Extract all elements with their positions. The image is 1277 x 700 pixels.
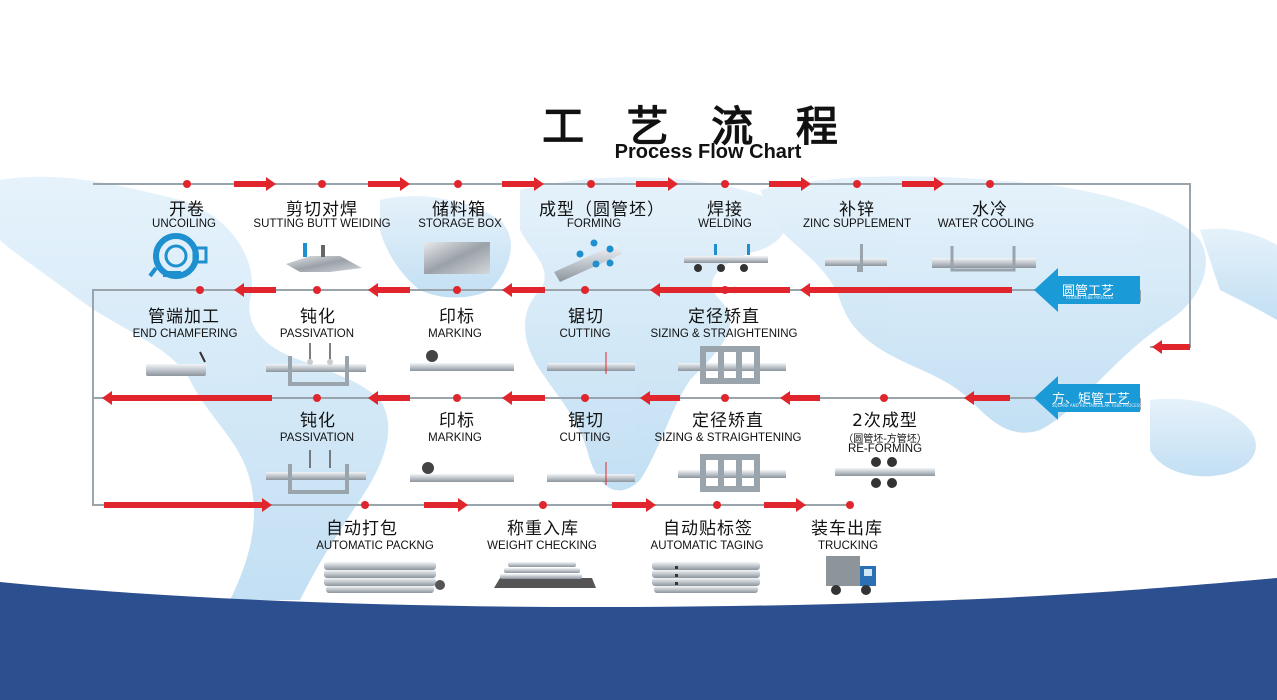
badge-label-en: ROUND TUBE PROCESS (1066, 295, 1113, 300)
step-label-cn: 储料箱 (432, 200, 486, 220)
bundle-icon (324, 562, 445, 593)
step-label-cn: 开卷 (169, 200, 205, 220)
step-label-en: STORAGE BOX (418, 218, 502, 230)
step-label-en: MARKING (428, 432, 482, 444)
chamfer-icon (146, 351, 206, 376)
step-label-cn: 成型（圆管坯） (539, 200, 665, 220)
step-label-en: FORMING (566, 218, 622, 230)
step-label-sub: （圆管坯-方管坯） (843, 434, 927, 445)
round-tube-process-badge: 圆管工艺 ROUND TUBE PROCESS (1062, 280, 1115, 300)
passivation-icon (266, 450, 366, 494)
step-label-cn: 自动贴标签 (663, 519, 753, 539)
water-cooling-icon (932, 246, 1036, 272)
step-label-en: UNCOILING (152, 218, 216, 230)
step-label-en: AUTOMATIC TAGING (650, 540, 764, 552)
step-label-cn: 自动打包 (326, 519, 398, 539)
marking-icon (410, 350, 514, 371)
square-tube-process-badge: 方、矩管工艺 SQUARE AND RECTANGULAR TUBE PROCE… (1052, 388, 1142, 408)
step-label-en: END CHAMFERING (132, 328, 238, 340)
step-label-cn: 印标 (439, 307, 475, 327)
badge-label-cn: 圆管工艺 (1062, 284, 1115, 299)
zinc-icon (825, 244, 887, 272)
sizing-icon (678, 454, 786, 492)
butt-weld-icon (286, 243, 362, 272)
sizing-icon (678, 346, 786, 384)
scale-icon (494, 562, 596, 588)
step-label-cn: 锯切 (568, 411, 604, 431)
uncoiler-icon (148, 233, 208, 279)
step-label-en: ZINC SUPPLEMENT (803, 218, 911, 230)
badge-label-en: SQUARE AND RECTANGULAR TUBE PROCESS (1052, 403, 1142, 408)
step-label-en: SUTTING BUTT WEIDING (253, 218, 391, 230)
step-label-en: MARKING (428, 328, 482, 340)
step-label-cn: 水冷 (972, 200, 1008, 220)
step-label-cn: 钝化 (300, 411, 336, 431)
step-label-en: WEIGHT CHECKING (487, 540, 597, 552)
forming-icon (554, 239, 622, 282)
flow-arrows (102, 177, 1190, 512)
footer-wave (0, 578, 1277, 700)
step-label-en: WELDING (698, 218, 752, 230)
round-tube-badge-shape (1034, 268, 1140, 312)
step-label-en: PASSIVATION (279, 328, 355, 340)
saw-icon (547, 462, 635, 485)
reforming-icon (835, 457, 935, 488)
square-tube-badge-shape (1034, 376, 1140, 420)
step-label-cn: 定径矫直 (688, 307, 760, 327)
step-label-en: CUTTING (559, 432, 611, 444)
step-label-cn: 装车出库 (811, 519, 883, 539)
step-label-en: SIZING & STRAIGHTENING (650, 328, 798, 340)
step-label-en: TRUCKING (817, 540, 879, 552)
step-label-cn: 印标 (439, 411, 475, 431)
marking-icon (410, 462, 514, 482)
step-label-en: WATER COOLING (937, 218, 1035, 230)
passivation-icon (266, 343, 366, 386)
saw-icon (547, 352, 635, 374)
step-label-cn: 焊接 (707, 200, 743, 220)
page-subtitle: Process Flow Chart (614, 141, 802, 163)
step-label-en: SIZING & STRAIGHTENING (654, 432, 802, 444)
page-title: 工 艺 流 程 (542, 102, 852, 151)
flow-nodes (183, 180, 994, 509)
step-label-en: RE-FORMING (847, 443, 923, 455)
badge-label-cn: 方、矩管工艺 (1052, 392, 1131, 407)
storage-box-icon (424, 242, 490, 274)
welding-icon (684, 244, 768, 272)
world-map-background (0, 176, 1277, 601)
step-label-cn: 钝化 (300, 307, 336, 327)
step-label-cn: 称重入库 (507, 519, 579, 539)
label-icon (652, 562, 760, 593)
step-label-cn: 锯切 (568, 307, 604, 327)
step-label-cn: 剪切对焊 (286, 200, 358, 220)
truck-icon (826, 556, 876, 595)
step-label-cn: 2次成型 (852, 411, 918, 431)
step-label-cn: 管端加工 (148, 307, 220, 327)
step-label-en: PASSIVATION (279, 432, 355, 444)
step-label-cn: 补锌 (839, 200, 875, 220)
step-label-cn: 定径矫直 (692, 411, 764, 431)
step-label-en: CUTTING (559, 328, 611, 340)
step-label-en: AUTOMATIC PACKNG (316, 540, 434, 552)
